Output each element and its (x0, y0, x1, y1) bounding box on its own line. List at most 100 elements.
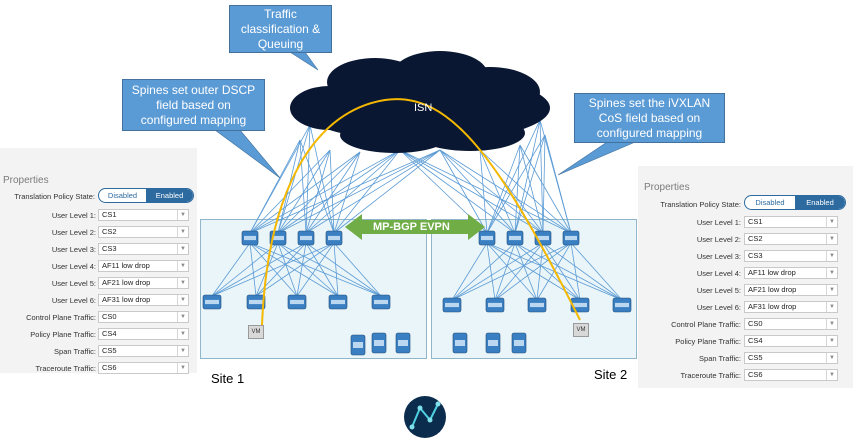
chevron-down-icon[interactable]: ▼ (177, 210, 188, 220)
field-label: User Level 1: (696, 218, 741, 227)
select-value: CS2 (748, 234, 763, 243)
chevron-down-icon[interactable]: ▼ (826, 234, 837, 244)
mapping-select[interactable]: AF11 low drop ▼ (744, 267, 838, 279)
chevron-down-icon[interactable]: ▼ (826, 302, 837, 312)
chevron-down-icon[interactable]: ▼ (826, 217, 837, 227)
server (485, 332, 501, 354)
panel-title: Properties (3, 175, 49, 186)
field-label: User Level 6: (51, 296, 96, 305)
leaf-switch (570, 297, 590, 313)
policy-state-label: Translation Policy State: (14, 192, 95, 201)
field-label: User Level 3: (696, 252, 741, 261)
mapping-select[interactable]: AF31 low drop▼ (98, 294, 189, 306)
mapping-select[interactable]: CS5 ▼ (744, 352, 838, 364)
select-value: AF21 low drop (748, 285, 797, 294)
select-value: CS5 (748, 353, 763, 362)
chevron-down-icon[interactable]: ▼ (826, 285, 837, 295)
field-label: User Level 2: (51, 228, 96, 237)
field-label: User Level 3: (51, 245, 96, 254)
dscp-callout: Spines set outer DSCP field based on con… (122, 79, 265, 131)
evpn-label: MP-BGP EVPN (373, 221, 450, 233)
chevron-down-icon[interactable]: ▼ (826, 251, 837, 261)
field-label: Policy Plane Traffic: (30, 330, 96, 339)
chevron-down-icon[interactable]: ▼ (826, 336, 837, 346)
field-label: User Level 6: (696, 303, 741, 312)
field-label: Control Plane Traffic: (671, 320, 741, 329)
isn-cloud (290, 51, 550, 153)
chevron-down-icon[interactable]: ▼ (177, 329, 188, 339)
leaf-switch (442, 297, 462, 313)
traffic-callout: Traffic classification & Queuing (229, 5, 332, 53)
mapping-select[interactable]: CS5 ▼ (98, 345, 189, 357)
mapping-select[interactable]: CS1 ▼ (744, 216, 838, 228)
select-value: CS6 (102, 363, 117, 372)
select-value: CS0 (748, 319, 763, 328)
properties-panel-left: Properties Translation Policy State: Dis… (0, 148, 197, 374)
select-value: CS5 (102, 346, 117, 355)
toggle-enabled[interactable]: Enabled (146, 189, 193, 202)
select-value: CS4 (102, 329, 117, 338)
select-value: AF11 low drop (748, 268, 796, 277)
ivxlan-callout: Spines set the iVXLAN CoS field based on… (574, 93, 725, 143)
mapping-select[interactable]: AF31 low drop ▼ (744, 301, 838, 313)
chevron-down-icon[interactable]: ▼ (177, 227, 188, 237)
server (371, 332, 387, 354)
select-value: CS2 (102, 227, 117, 236)
select-value: CS4 (748, 336, 763, 345)
field-label: Policy Plane Traffic: (675, 337, 741, 346)
traffic-path (261, 98, 581, 326)
chevron-down-icon[interactable]: ▼ (177, 346, 188, 356)
chevron-down-icon[interactable]: ▼ (826, 268, 837, 278)
vm-site2: VM (573, 323, 589, 337)
mapping-select[interactable]: CS3▼ (744, 250, 838, 262)
spine-switch (297, 230, 315, 246)
mapping-select[interactable]: AF21 low drop▼ (98, 277, 189, 289)
chevron-down-icon[interactable]: ▼ (826, 319, 837, 329)
toggle-enabled[interactable]: Enabled (795, 196, 845, 209)
spine-switch (506, 230, 524, 246)
chevron-down-icon[interactable]: ▼ (177, 363, 188, 373)
chevron-down-icon[interactable]: ▼ (177, 244, 188, 254)
policy-state-toggle[interactable]: Disabled Enabled (98, 188, 194, 203)
mapping-select[interactable]: CS3 ▼ (98, 243, 189, 255)
toggle-disabled[interactable]: Disabled (755, 198, 785, 207)
select-value: CS1 (102, 210, 117, 219)
select-value: AF11 low drop (102, 261, 150, 270)
mapping-select[interactable]: CS2 ▼ (744, 233, 838, 245)
spine-switch (478, 230, 496, 246)
chevron-down-icon[interactable]: ▼ (826, 353, 837, 363)
mapping-select[interactable]: CS4 ▼ (98, 328, 189, 340)
field-label: User Level 4: (51, 262, 96, 271)
mapping-select[interactable]: CS2 ▼ (98, 226, 189, 238)
toggle-disabled[interactable]: Disabled (107, 191, 138, 200)
traffic-callout-tail (288, 51, 319, 71)
mapping-select[interactable]: CS4 ▼ (744, 335, 838, 347)
select-value: AF31 low drop (748, 302, 797, 311)
leaf-switch (328, 294, 348, 310)
mapping-select[interactable]: CS6 ▼ (98, 362, 189, 374)
field-label: Traceroute Traffic: (35, 364, 96, 373)
chevron-down-icon[interactable]: ▼ (177, 312, 188, 322)
field-label: Control Plane Traffic: (26, 313, 96, 322)
evpn-arrow (345, 214, 485, 240)
mapping-select[interactable]: CS1 ▼ (98, 209, 189, 221)
select-value: CS1 (748, 217, 763, 226)
leaf-switch (246, 294, 266, 310)
policy-state-toggle[interactable]: Disabled Enabled (744, 195, 846, 210)
mapping-select[interactable]: AF11 low drop ▼ (98, 260, 189, 272)
mapping-select[interactable]: CS0 ▼ (744, 318, 838, 330)
leaf-switch (485, 297, 505, 313)
panel-title: Properties (644, 182, 690, 193)
chevron-down-icon[interactable]: ▼ (177, 261, 188, 271)
chevron-down-icon[interactable]: ▼ (826, 370, 837, 380)
mapping-select[interactable]: CS6▼ (744, 369, 838, 381)
select-value: CS3 (102, 244, 117, 253)
chevron-down-icon[interactable]: ▼ (177, 278, 188, 288)
mapping-select[interactable]: CS0▼ (98, 311, 189, 323)
field-label: User Level 1: (51, 211, 96, 220)
mapping-select[interactable]: AF21 low drop ▼ (744, 284, 838, 296)
field-label: User Level 2: (696, 235, 741, 244)
chevron-down-icon[interactable]: ▼ (177, 295, 188, 305)
properties-panel-right: Properties Translation Policy State: Dis… (638, 166, 853, 388)
